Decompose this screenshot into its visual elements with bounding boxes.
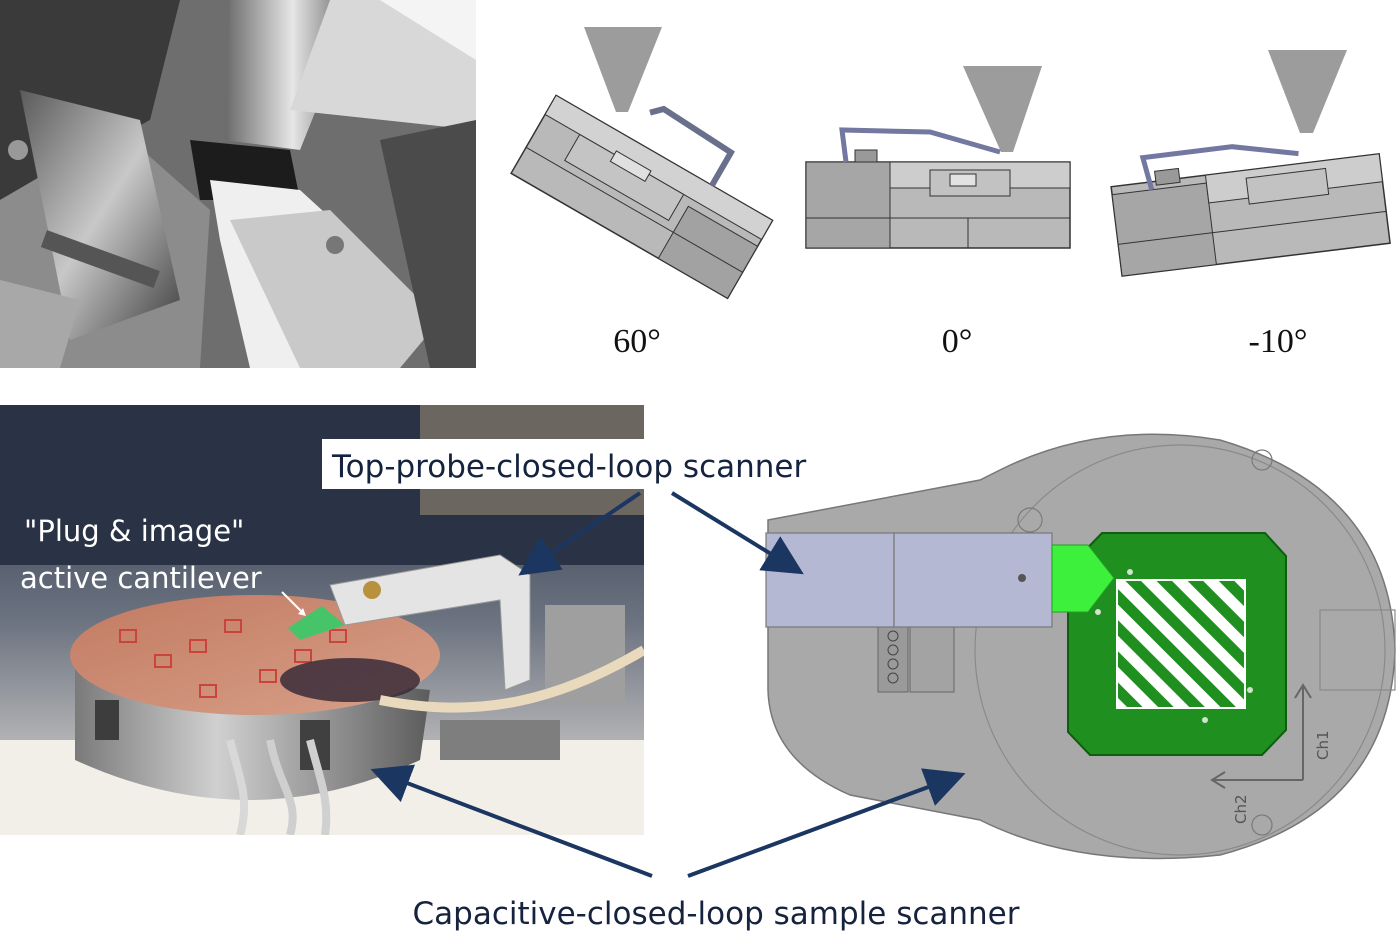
sample-scanner-label: Capacitive-closed-loop sample scanner bbox=[413, 896, 1020, 932]
arrow-to-photo-chuck bbox=[370, 764, 653, 878]
axis-label-ch2: Ch2 bbox=[1232, 794, 1250, 824]
arrow-to-cad-block bbox=[670, 491, 804, 575]
cantilever-chip bbox=[1051, 544, 1115, 613]
pole-piece-60 bbox=[584, 27, 662, 112]
arrow-to-photo-arm bbox=[518, 491, 642, 576]
angle-label-minus10: -10° bbox=[1249, 323, 1308, 360]
angle-label-0: 0° bbox=[942, 323, 973, 360]
axis-label-ch1: Ch1 bbox=[1314, 730, 1332, 760]
arrow-to-cad-housing bbox=[687, 768, 966, 878]
cantilever-label-line1: "Plug & image" bbox=[24, 514, 244, 548]
cantilever-callout: "Plug & image" active cantilever bbox=[20, 514, 306, 616]
cantilever-label-line2: active cantilever bbox=[20, 561, 262, 595]
pole-piece-0 bbox=[963, 66, 1042, 152]
axis-indicator: Ch1 Ch2 bbox=[1210, 683, 1332, 824]
top-scanner-block-left bbox=[765, 532, 895, 628]
sample-area bbox=[1116, 579, 1246, 709]
top-scanner-label-box bbox=[322, 439, 878, 489]
connector-stack bbox=[877, 625, 955, 693]
angle-label-60: 60° bbox=[613, 323, 661, 360]
top-scanner-block-right bbox=[893, 532, 1053, 628]
cantilever-pointer bbox=[281, 591, 303, 613]
pole-piece-minus10 bbox=[1268, 50, 1347, 133]
top-scanner-label: Top-probe-closed-loop scanner bbox=[331, 449, 806, 485]
tilt-view-minus10 bbox=[1110, 50, 1391, 277]
tilt-view-60 bbox=[510, 27, 774, 300]
scanner-cad-view: Ch1 Ch2 bbox=[765, 433, 1396, 860]
sem-chamber-photo bbox=[0, 0, 476, 368]
tilt-view-0 bbox=[805, 66, 1071, 249]
